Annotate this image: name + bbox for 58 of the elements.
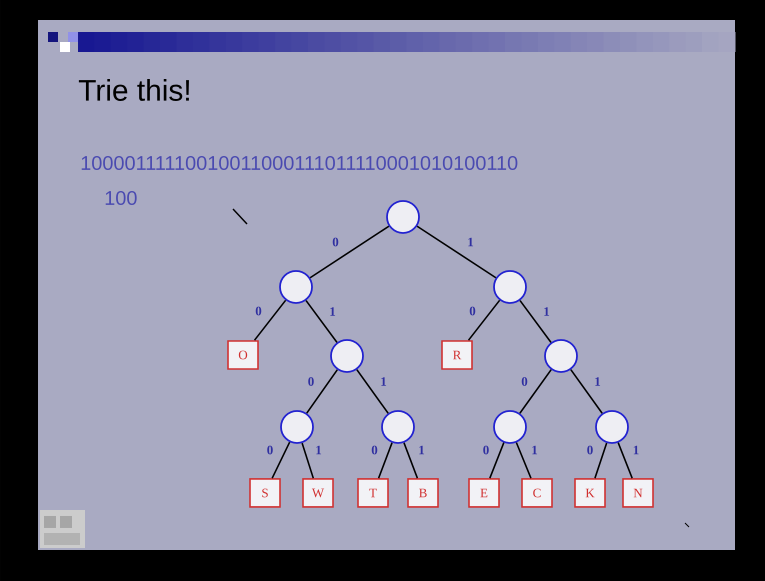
- edge-label: 0: [470, 306, 476, 316]
- tree-edge: [519, 300, 552, 343]
- edge-label: 0: [587, 446, 593, 454]
- leaf-box: E: [468, 478, 500, 508]
- tree-edge: [489, 442, 505, 478]
- leaf-box: W: [302, 478, 334, 508]
- edge-label: 0: [483, 446, 489, 454]
- trie-node-circle: [280, 410, 314, 444]
- bit-string: 100: [106, 190, 137, 206]
- leaf-box: O: [227, 340, 259, 370]
- edge-label: 0: [267, 446, 273, 454]
- edge-label: 1: [381, 377, 386, 386]
- trie-node-circle: [279, 270, 313, 304]
- edge-label: 1: [634, 446, 639, 454]
- edge-label: 1: [330, 307, 336, 316]
- tree-edge: [254, 300, 286, 341]
- tree-edge: [378, 442, 393, 478]
- tree-edge: [301, 442, 314, 478]
- trie-node-circle: [381, 410, 415, 444]
- trie-node-circle: [595, 410, 629, 444]
- tree-edge: [403, 442, 418, 478]
- tree-edge: [310, 226, 390, 278]
- tree-edge: [306, 369, 338, 414]
- tree-edge: [617, 442, 633, 478]
- leaf-box: N: [622, 478, 654, 508]
- trie-node-circle: [493, 270, 527, 304]
- trie-node-circle: [493, 410, 527, 444]
- tree-edge: [570, 369, 603, 414]
- edge-label: 0: [372, 446, 378, 454]
- edge-label: 0: [522, 377, 528, 386]
- leaf-box: S: [249, 478, 281, 508]
- leaf-box: C: [521, 478, 553, 508]
- tree-edge: [516, 442, 532, 478]
- tree-edge: [271, 442, 290, 479]
- edge-label: 0: [256, 306, 262, 316]
- tree-edge: [519, 369, 552, 414]
- edge-label: 1: [419, 446, 424, 454]
- leaf-box: R: [441, 340, 473, 370]
- leaf-box: K: [574, 478, 606, 508]
- tree-edge: [416, 226, 496, 278]
- tree-edge: [594, 442, 608, 478]
- tree-edge: [305, 300, 338, 343]
- edge-label: 1: [544, 307, 550, 316]
- edge-label: 0: [332, 238, 338, 246]
- leaf-box: B: [407, 478, 439, 508]
- edge-label: 1: [532, 446, 538, 454]
- edge-label: 1: [595, 377, 600, 386]
- bit-string: 10000111110010011000111011110001010100110: [82, 156, 518, 170]
- tree-edge: [468, 300, 500, 341]
- trie-node-circle: [330, 339, 364, 373]
- trie-node-circle: [544, 339, 578, 373]
- leaf-box: T: [357, 478, 389, 508]
- edge-label: 0: [308, 377, 314, 386]
- tree-edge: [356, 369, 389, 414]
- edge-label: 1: [316, 446, 322, 454]
- edge-label: 1: [468, 238, 474, 246]
- trie-node-circle: [386, 200, 420, 234]
- slide-title: Trie this!: [78, 79, 189, 101]
